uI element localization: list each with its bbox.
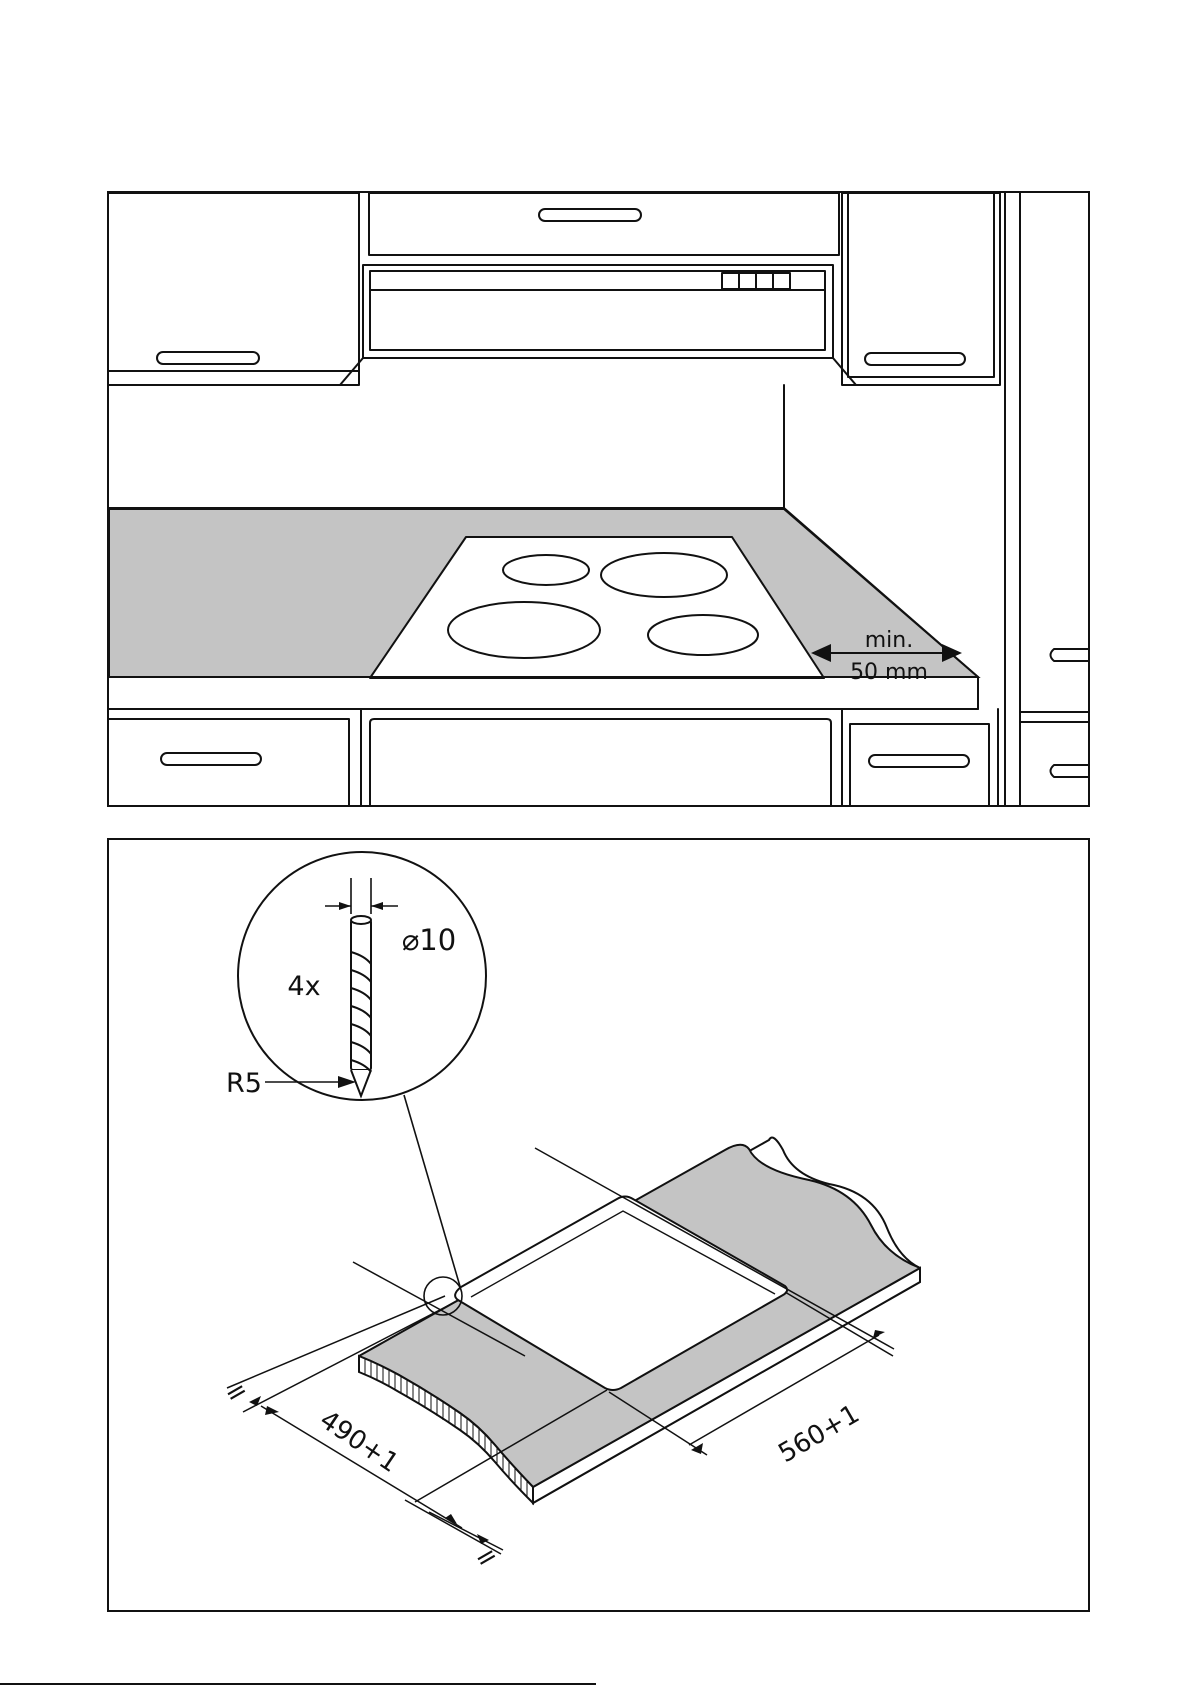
corner-radius-label: R5 — [226, 1068, 262, 1099]
detail-leader-line — [404, 1095, 464, 1300]
drill-bit-icon — [351, 916, 371, 1096]
tall-right-cabinet — [1005, 193, 1090, 807]
cabinet-handle — [539, 209, 641, 221]
oven-front — [370, 719, 831, 807]
range-hood — [340, 265, 856, 385]
arrow-icon — [691, 1443, 703, 1454]
detail-magnifier: ⌀10 4x R5 — [226, 852, 486, 1100]
cabinet-handle — [161, 753, 261, 765]
countertop-slab — [359, 1138, 920, 1503]
lower-right-cabinet — [842, 709, 998, 807]
cabinet-handle — [869, 755, 969, 767]
hole-diameter-label: ⌀10 — [402, 923, 456, 957]
lower-left-cabinet — [109, 709, 361, 807]
cutout-dimension-illustration: ⌀10 4x R5 — [107, 838, 1090, 1612]
upper-left-cabinet — [109, 193, 359, 385]
clearance-label-line1: min. — [865, 628, 913, 653]
hole-count-label: 4x — [287, 971, 320, 1002]
width-label: 560+1 — [774, 1399, 865, 1469]
cabinet-handle — [157, 352, 259, 364]
kitchen-installation-illustration: min. 50 mm — [107, 191, 1090, 807]
upper-center-cabinet — [369, 193, 839, 255]
equal-label-right: = — [470, 1539, 504, 1576]
cabinet-handle — [865, 353, 965, 365]
depth-label: 490+1 — [314, 1405, 404, 1479]
upper-right-cabinet — [842, 193, 1000, 385]
cabinet-handle — [1051, 649, 1091, 661]
cutout-drawing: ⌀10 4x R5 — [109, 840, 1090, 1612]
arrow-icon — [265, 1406, 279, 1415]
arrow-icon — [873, 1330, 885, 1338]
cabinet-handle — [1051, 765, 1091, 777]
kitchen-drawing: min. 50 mm — [109, 193, 1090, 807]
clearance-label-line2: 50 mm — [850, 660, 928, 685]
